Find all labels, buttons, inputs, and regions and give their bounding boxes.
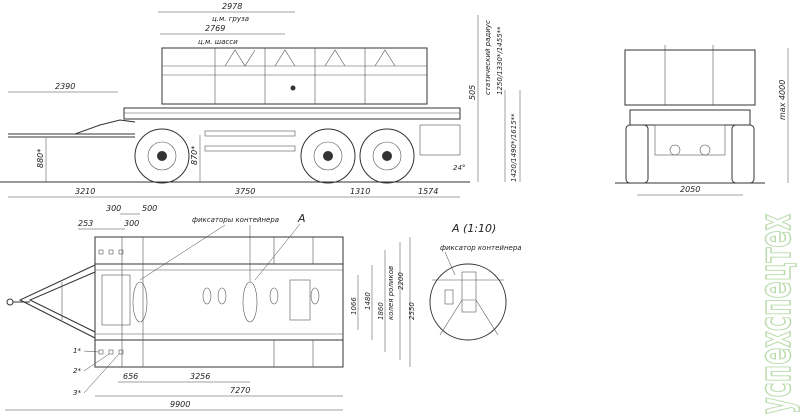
dim-3256: 3256 xyxy=(190,372,210,381)
side-view: 2978 ц.м. груза 2769 ц.м. шасси 2390 880… xyxy=(0,2,521,198)
dim-frame-height: 870* xyxy=(190,146,199,165)
wheel-front xyxy=(134,128,190,184)
dim-bottom-2: 3750 xyxy=(235,187,255,196)
dim-chassis-cg: 2769 xyxy=(205,24,225,33)
dim-7270: 7270 xyxy=(230,386,250,395)
detail-lock-label: фиксатор контейнера xyxy=(440,244,522,252)
wheel-rear-1 xyxy=(300,128,356,184)
dim-height-2: 1420/1490*/1615** xyxy=(510,113,518,182)
watermark: успехспецтех xyxy=(749,213,800,415)
dim-bottom-4: 1574 xyxy=(418,187,438,196)
dim-track: 2050 xyxy=(680,185,700,194)
label-container-locks: фиксаторы контейнера xyxy=(192,216,279,224)
dim-1480: 1480 xyxy=(364,292,372,310)
wheel-rear-2 xyxy=(359,128,415,184)
bolt-holes xyxy=(98,249,124,355)
dim-1066: 1066 xyxy=(350,297,358,315)
angle-label: 24° xyxy=(453,164,465,172)
dim-bottom-1: 3210 xyxy=(75,187,95,196)
dim-2200: 2200 xyxy=(397,272,405,290)
container xyxy=(161,47,428,105)
detail-title: A (1:10) xyxy=(451,222,496,235)
frame xyxy=(123,107,461,156)
dim-300-bottom: 300 xyxy=(124,219,139,228)
dim-2550: 2550 xyxy=(408,302,416,320)
note-2: 2* xyxy=(73,367,81,375)
dim-drawbar: 2390 xyxy=(55,82,75,91)
note-3: 3* xyxy=(73,389,81,397)
dim-505: 505 xyxy=(468,85,477,100)
plan-view: 300 500 253 300 фиксаторы контейнера A 6… xyxy=(5,204,416,411)
label-chassis-cg: ц.м. шасси xyxy=(198,38,238,46)
detail-a: A (1:10) фиксатор контейнера xyxy=(429,222,522,341)
label-static-radius: статический радиус xyxy=(484,20,492,95)
dim-300-top: 300 xyxy=(106,204,121,213)
dim-253: 253 xyxy=(78,219,93,228)
label-roller-track: колея роликов xyxy=(387,266,395,320)
dim-500: 500 xyxy=(142,204,157,213)
dim-height-1: 1250/1330*/1455** xyxy=(496,26,504,95)
front-view: 2050 max 4000 xyxy=(615,45,789,196)
callout-a: A xyxy=(297,212,306,225)
watermark-text: успехспецтех xyxy=(750,214,800,414)
note-1: 1* xyxy=(73,347,81,355)
dim-9900: 9900 xyxy=(170,400,190,409)
dim-coupling-height: 880* xyxy=(36,149,45,168)
dim-1860: 1860 xyxy=(377,302,385,320)
dim-max-height: max 4000 xyxy=(778,80,787,120)
dim-cargo-cg: 2978 xyxy=(222,2,242,11)
dim-bottom-3: 1310 xyxy=(350,187,370,196)
dim-656: 656 xyxy=(123,372,138,381)
label-cargo-cg: ц.м. груза xyxy=(212,15,249,23)
drawbar xyxy=(8,119,136,138)
